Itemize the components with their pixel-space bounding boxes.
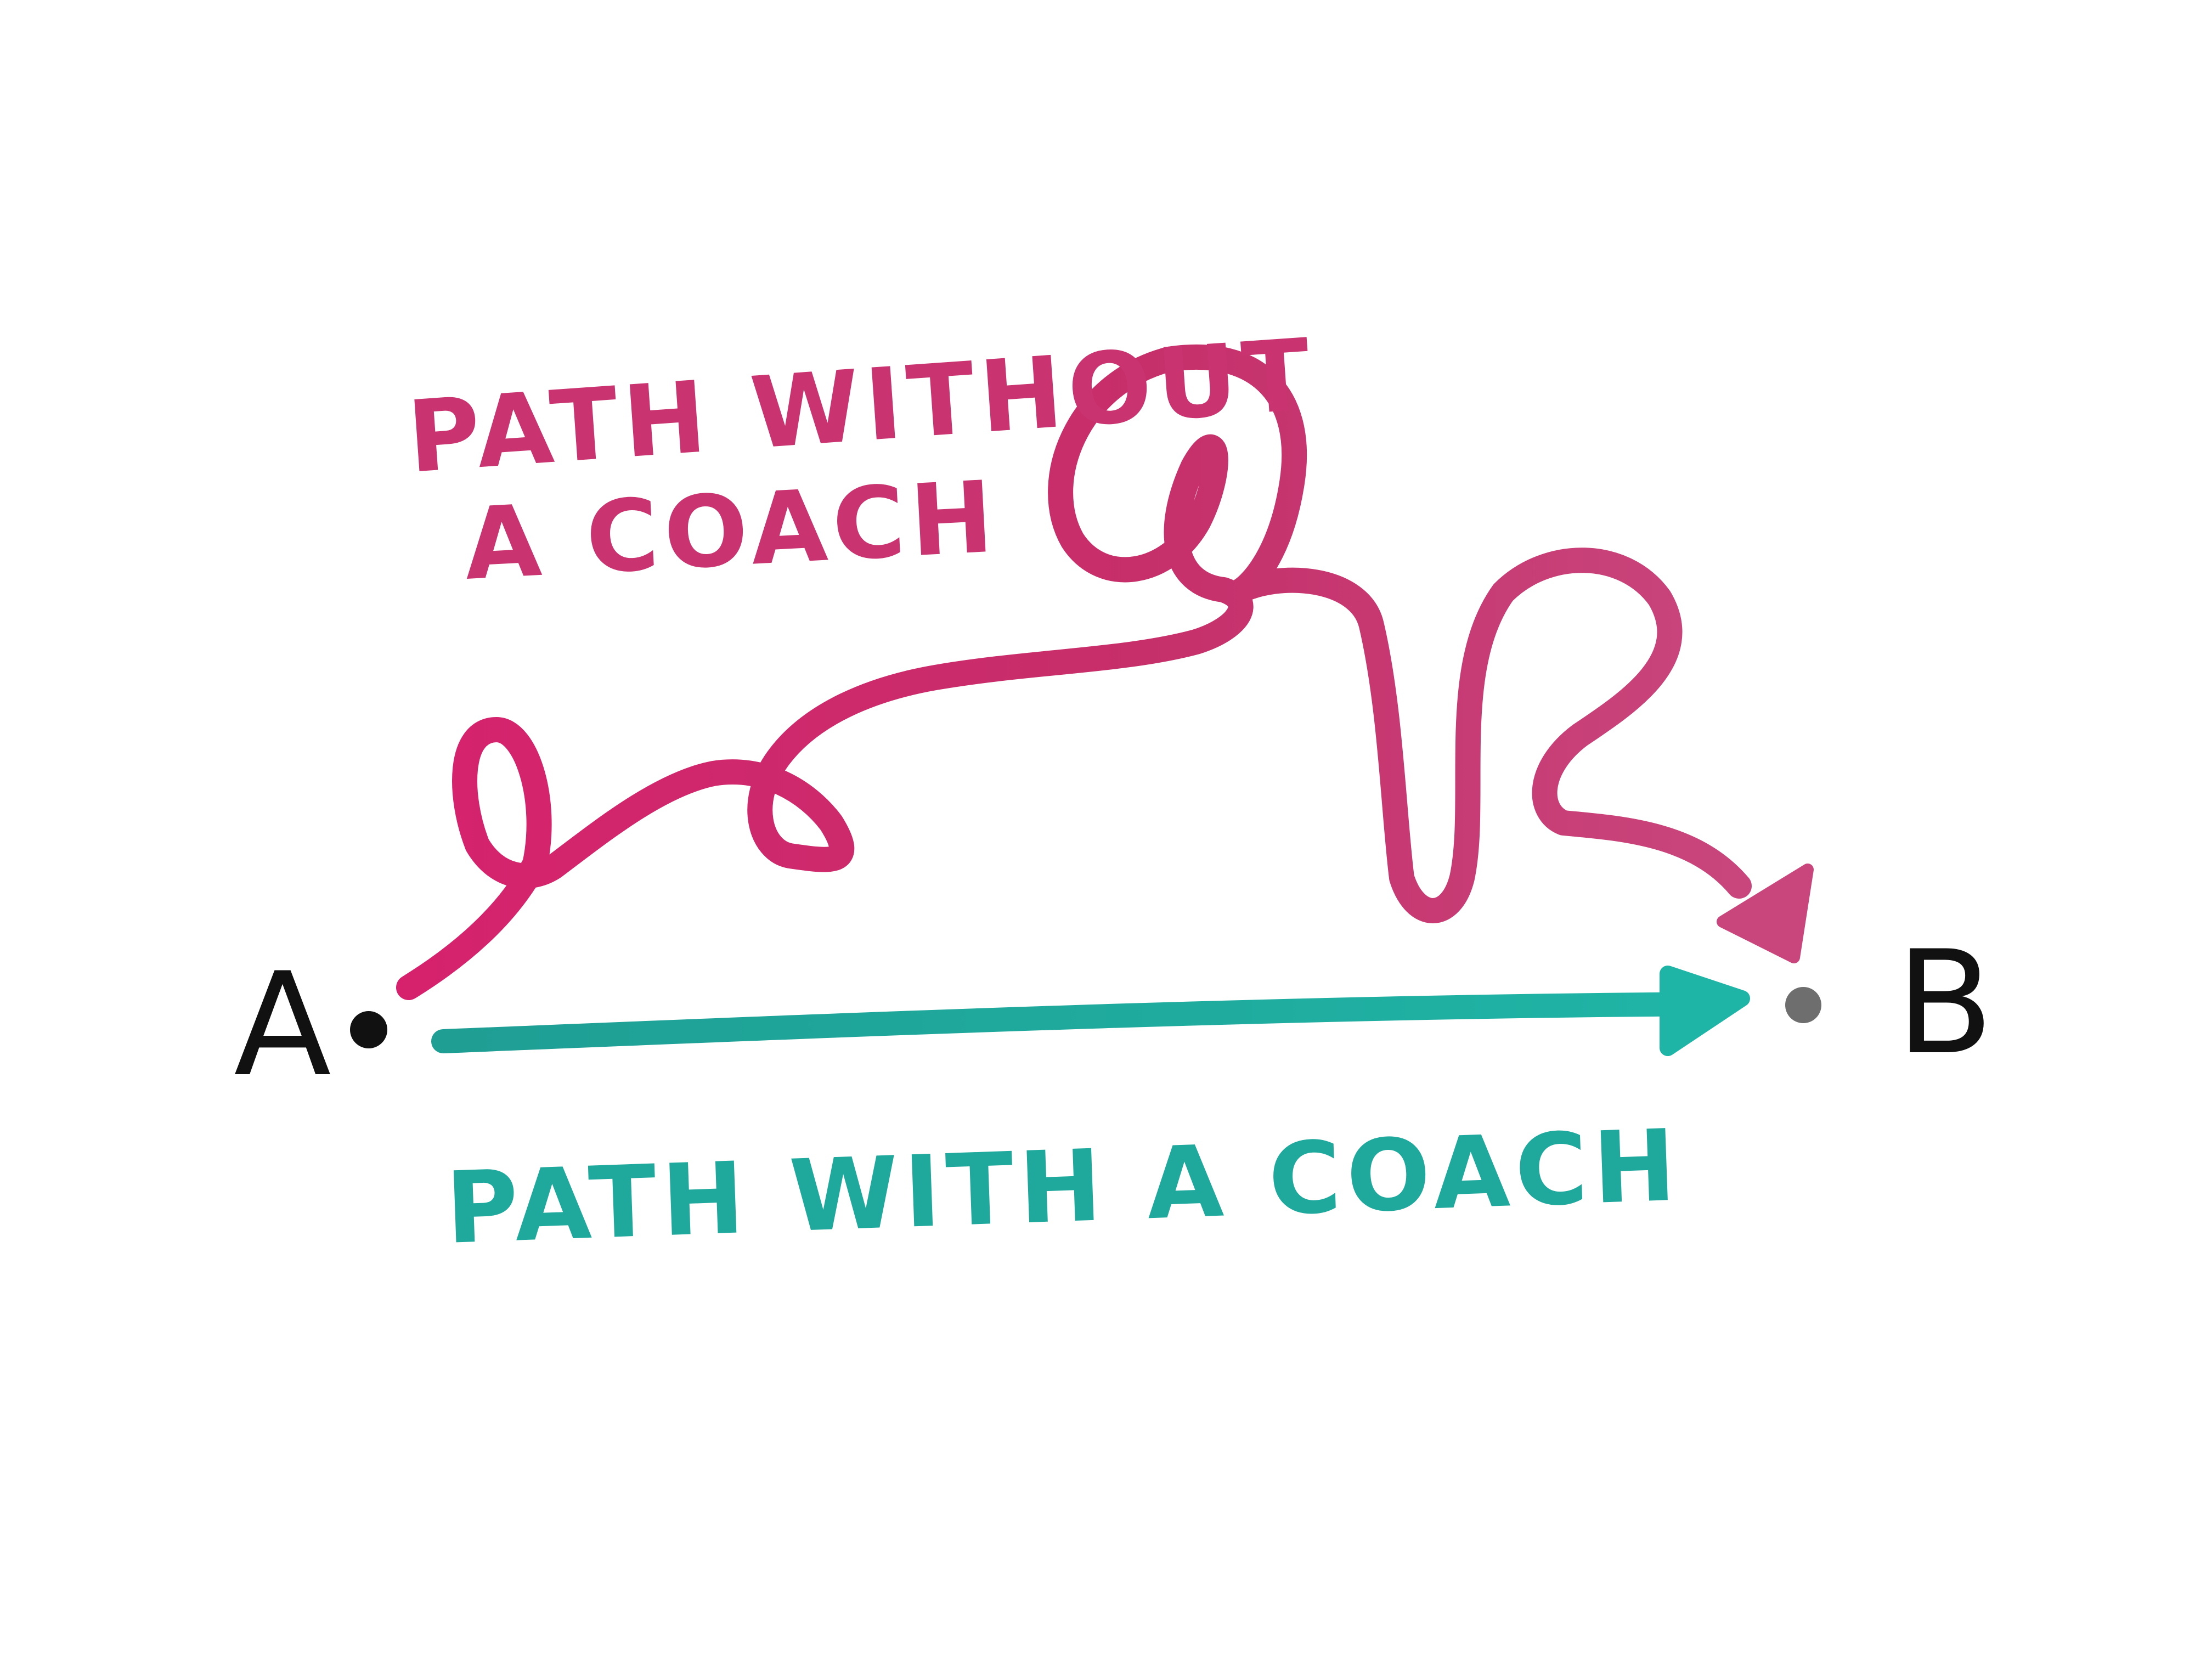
point-a-label: A bbox=[234, 943, 332, 1108]
point-b-label: B bbox=[1896, 921, 1994, 1086]
point-a-dot bbox=[350, 1011, 387, 1048]
point-b-dot bbox=[1785, 987, 1821, 1023]
path-with-coach bbox=[431, 992, 1729, 1053]
path-without-coach-arrowhead bbox=[1717, 864, 1814, 963]
path-without-coach-label-line2: A COACH bbox=[461, 460, 1001, 602]
path-with-coach-label: PATH WITH A COACH bbox=[444, 1108, 1683, 1266]
path-with-coach-arrowhead bbox=[1660, 966, 1750, 1056]
path-without-coach bbox=[396, 344, 1752, 1000]
